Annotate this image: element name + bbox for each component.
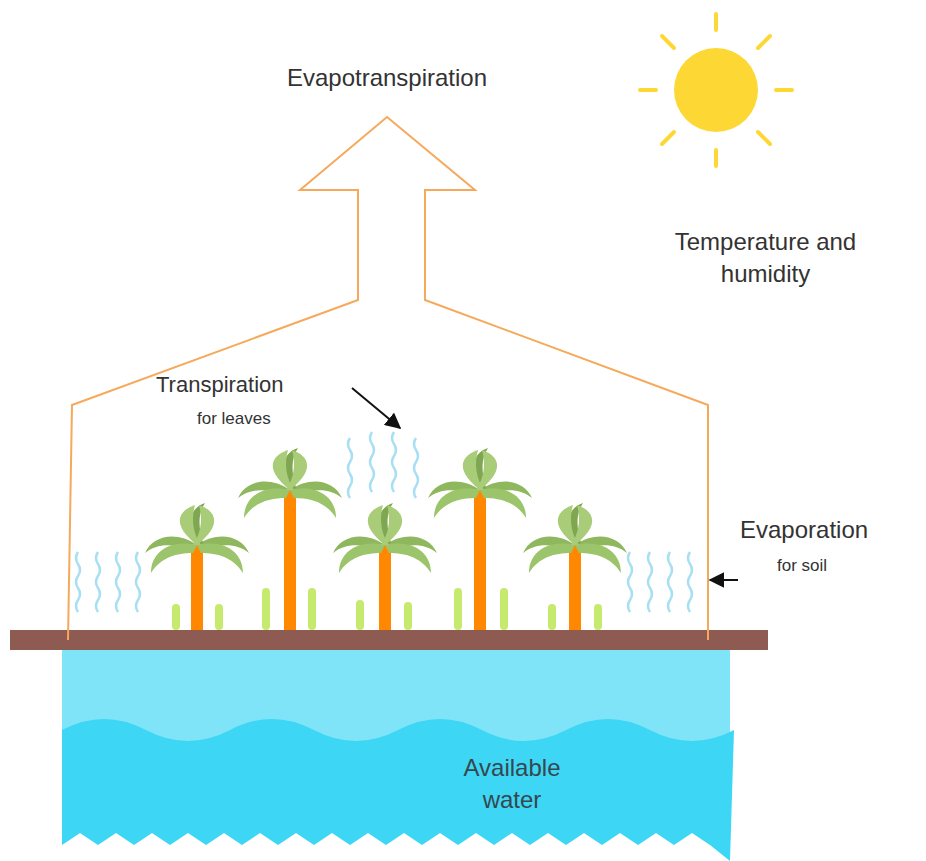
water-label: Available water [437, 752, 587, 817]
condition-label: Temperature and humidity [658, 226, 873, 291]
process-label: Evaporation [740, 514, 920, 546]
process-label: Transpiration [156, 370, 366, 400]
process-sublabel: for leaves [197, 408, 357, 431]
process-sublabel: for soil [777, 555, 917, 578]
title-label: Evapotranspiration [237, 62, 537, 94]
